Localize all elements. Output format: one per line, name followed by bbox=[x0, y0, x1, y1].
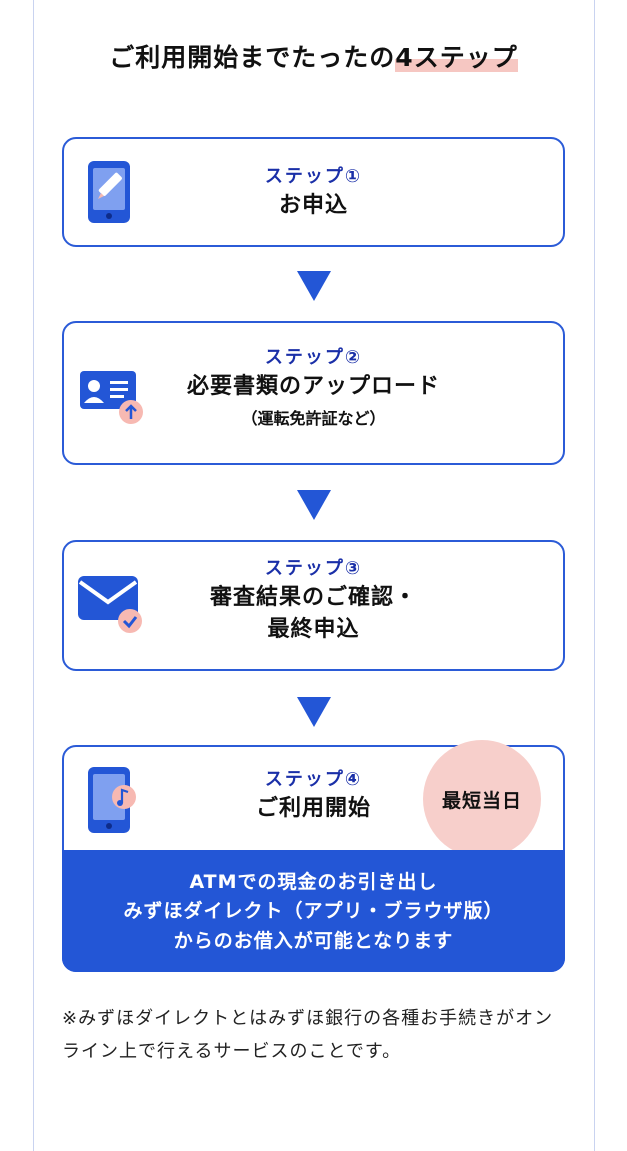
title-highlight: 4ステップ bbox=[395, 43, 518, 72]
same-day-badge: 最短当日 bbox=[423, 740, 541, 858]
step-3-title-line1: 審査結果のご確認・ bbox=[209, 585, 417, 610]
step-4-info-box: ATMでの現金のお引き出し みずほダイレクト（アプリ・ブラウザ版） からのお借入… bbox=[62, 850, 565, 972]
step-3-label: ステップ③ bbox=[264, 558, 363, 579]
step-4-title: ご利用開始 bbox=[255, 796, 371, 821]
step-1-card: ステップ① お申込 bbox=[62, 137, 565, 247]
smartphone-pen-icon bbox=[88, 161, 130, 223]
step-1-label: ステップ① bbox=[264, 166, 363, 187]
mail-check-icon bbox=[78, 576, 142, 633]
content-frame bbox=[33, 0, 595, 1151]
step-1-title: お申込 bbox=[278, 193, 348, 218]
step-2-label: ステップ② bbox=[264, 347, 363, 368]
info-line-1: ATMでの現金のお引き出し bbox=[189, 871, 438, 893]
step-2-note: （運転免許証など） bbox=[241, 408, 386, 428]
down-arrow-icon bbox=[297, 271, 331, 301]
down-arrow-icon bbox=[297, 490, 331, 520]
step-2-card: ステップ② 必要書類のアップロード （運転免許証など） bbox=[62, 321, 565, 465]
title-prefix: ご利用開始までたったの bbox=[109, 43, 396, 72]
footnote: ※みずほダイレクトとはみずほ銀行の各種お手続きがオンライン上で行えるサービスのこ… bbox=[62, 1008, 554, 1063]
step-3-title-line2: 最終申込 bbox=[267, 616, 360, 642]
step-4-label: ステップ④ bbox=[264, 769, 363, 790]
step-3-card: ステップ③ 審査結果のご確認・ 最終申込 bbox=[62, 540, 565, 671]
step-2-title: 必要書類のアップロード bbox=[186, 374, 440, 399]
down-arrow-icon bbox=[297, 697, 331, 727]
id-card-upload-icon bbox=[80, 371, 143, 424]
info-line-3: からのお借入が可能となります bbox=[173, 929, 454, 952]
page-title: ご利用開始までたったの4ステップ bbox=[0, 38, 627, 74]
info-line-2: みずほダイレクト（アプリ・ブラウザ版） bbox=[123, 900, 504, 923]
smartphone-music-icon bbox=[88, 767, 136, 833]
